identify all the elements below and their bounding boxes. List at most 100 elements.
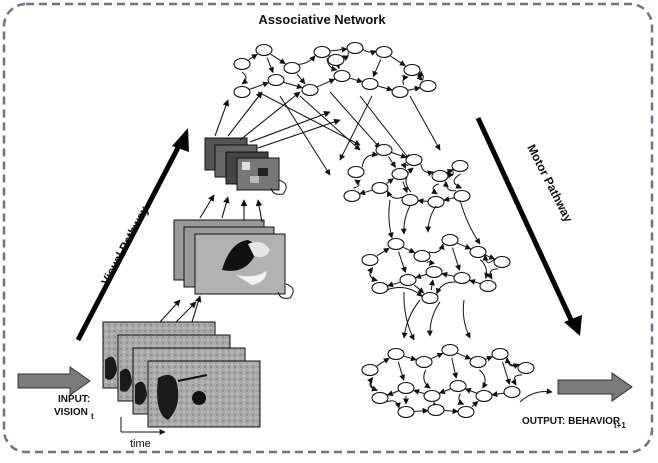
net-bottom-edge (465, 389, 476, 393)
frame-border (4, 4, 652, 452)
feature-maps-mid (174, 220, 293, 298)
output-arrow (558, 373, 632, 401)
top-net-node (334, 71, 350, 82)
net-mid1-node (428, 197, 444, 208)
net-bottom-edge (414, 390, 425, 393)
link-edge (463, 300, 470, 338)
net-bottom-node (518, 363, 534, 374)
input-frames (103, 322, 260, 427)
top-net-edge (363, 49, 376, 52)
top-net-edge (330, 49, 347, 51)
output-label-sub: t+1 (614, 421, 626, 430)
net-bottom-edge (377, 358, 389, 366)
top-net-node (302, 85, 318, 96)
net-bottom-edge (444, 411, 458, 412)
net-mid2-edge (388, 282, 401, 286)
net-bottom-node (398, 407, 414, 418)
net-mid2-edge (485, 255, 494, 263)
top-net-node (268, 75, 284, 86)
net-mid2-node (442, 235, 458, 246)
feature-maps-top (205, 138, 286, 194)
net-bottom-edge (404, 356, 417, 360)
link-edge (428, 206, 436, 232)
top-net-edge (378, 86, 393, 90)
top-net-edge (267, 57, 273, 72)
net-bottom-node (372, 393, 388, 404)
net-mid1-node (402, 195, 418, 206)
net-mid2-edge (437, 282, 455, 294)
net-bottom-node (388, 349, 404, 360)
net-mid2-edge (452, 248, 459, 271)
net-bottom-node (362, 365, 378, 376)
net-bottom-edge (457, 353, 470, 359)
top-net-node (347, 43, 363, 54)
input-label-line1: INPUT: (58, 394, 90, 405)
net-bottom-edge (459, 394, 464, 405)
output-label: OUTPUT: BEHAVIOR (522, 416, 621, 427)
top-net-edge (373, 59, 381, 76)
net-mid2-edge (370, 268, 377, 281)
net-bottom-edge (414, 411, 428, 412)
net-bottom-edge (479, 370, 485, 388)
net-mid2-node (494, 257, 510, 268)
net-bottom-edge (387, 391, 398, 395)
net-mid2-edge (399, 252, 406, 273)
net-mid1-node (406, 155, 422, 166)
associative-network (234, 43, 552, 418)
input-arrow (18, 367, 90, 395)
top-net-edge (250, 83, 269, 90)
link-edge (430, 302, 440, 336)
net-bottom-node (424, 391, 440, 402)
net-bottom-edge (431, 353, 442, 358)
net-bottom-edge (452, 358, 457, 378)
net-mid2-edge (457, 243, 470, 249)
net-mid1-edge (418, 201, 428, 202)
link-edge (258, 92, 360, 145)
net-mid2-node (400, 275, 416, 286)
net-mid1-node (454, 191, 470, 202)
link-edge (404, 206, 410, 234)
top-net-node (256, 45, 272, 56)
top-net-edge (299, 56, 315, 64)
net-mid2-edge (490, 269, 498, 279)
net-mid2-node (454, 273, 470, 284)
top-net-node (376, 47, 392, 58)
top-net-edge (249, 54, 258, 59)
net-bottom-edge (502, 362, 509, 385)
top-net-edge (271, 54, 286, 63)
net-mid1-node (452, 161, 468, 172)
net-mid2-node (372, 283, 388, 294)
net-bottom-node (470, 357, 486, 368)
net-mid2-node (388, 239, 404, 250)
net-bottom-edge (472, 401, 478, 406)
top-net-edge (350, 78, 363, 82)
net-mid1-edge (421, 164, 433, 172)
net-mid1-node (348, 167, 364, 178)
net-mid2-node (426, 267, 442, 278)
net-mid1-edge (444, 198, 454, 200)
net-mid2-edge (431, 280, 433, 290)
top-net-node (328, 55, 344, 66)
net-mid2-edge (416, 274, 427, 277)
net-bottom-node (416, 357, 432, 368)
net-bottom-edge (486, 357, 493, 360)
net-bottom-node (442, 345, 458, 356)
motor-pathway-label: Motor Pathway (524, 142, 575, 225)
net-mid1-node (432, 171, 448, 182)
input-label-line2: VISION (54, 407, 88, 418)
net-mid1-edge (405, 165, 409, 169)
net-mid1-edge (353, 180, 359, 188)
net-mid1-edge (447, 170, 453, 173)
net-mid2-edge (442, 274, 454, 277)
net-bottom-node (398, 383, 414, 394)
top-net-edge (297, 74, 305, 84)
top-net-node (362, 79, 378, 90)
net-mid1-node (392, 169, 408, 180)
net-bottom-node (476, 391, 492, 402)
top-net-node (314, 47, 330, 58)
top-net-edge (284, 82, 303, 87)
net-mid2-edge (403, 247, 414, 252)
top-net-edge (418, 75, 424, 81)
